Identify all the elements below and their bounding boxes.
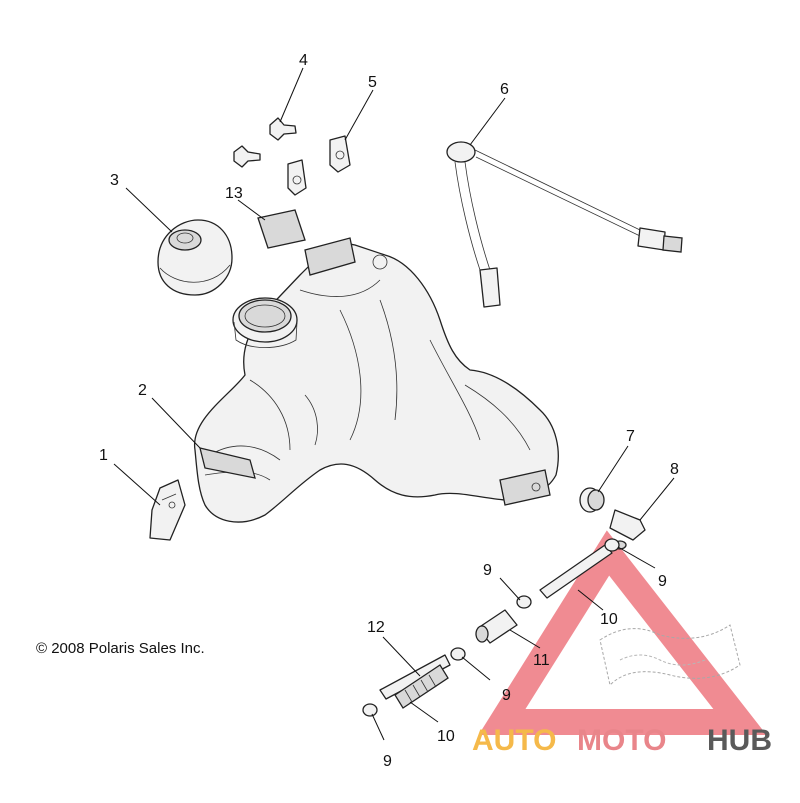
callout-8: 8	[670, 461, 679, 478]
callout-9c: 9	[502, 687, 511, 704]
shutoff-valve	[394, 664, 449, 709]
watermark-hub: HUB	[707, 724, 772, 757]
callout-6: 6	[500, 81, 509, 98]
callout-10a: 10	[600, 611, 618, 628]
callout-7: 7	[626, 428, 635, 445]
callout-13: 13	[225, 185, 243, 202]
callout-9b: 9	[658, 573, 667, 590]
callout-4: 4	[299, 52, 308, 69]
callout-3: 3	[110, 172, 119, 189]
callout-9d: 9	[383, 753, 392, 770]
elbow-fitting	[609, 509, 646, 550]
callout-9a: 9	[483, 562, 492, 579]
bolts	[233, 117, 297, 168]
hose-clamps	[362, 538, 620, 717]
nut-clips	[287, 135, 351, 196]
fuel-filter	[475, 609, 518, 644]
fuel-hoses	[379, 544, 613, 700]
copyright-text: © 2008 Polaris Sales Inc.	[36, 640, 205, 657]
callout-labels: 1 2 3 4 5 6 7 8 9 9 9 9 10 10 11 12 13	[99, 52, 679, 770]
label-decal	[257, 209, 306, 249]
watermark-auto: AUTO	[472, 724, 556, 757]
callout-10b: 10	[437, 728, 455, 745]
watermark-text: AUTO MOTO HUB	[472, 724, 772, 757]
watermark-logo	[478, 530, 767, 735]
callout-1: 1	[99, 447, 108, 464]
leader-lines	[113, 67, 675, 741]
bracket-clip	[149, 479, 186, 541]
callout-5: 5	[368, 74, 377, 91]
filler-neck	[232, 297, 298, 348]
fuel-cap	[157, 219, 233, 296]
fuel-tank	[194, 237, 559, 523]
grommet	[579, 487, 605, 513]
callout-11: 11	[533, 652, 550, 669]
callout-12: 12	[367, 619, 385, 636]
callout-2: 2	[138, 382, 147, 399]
watermark-moto: MOTO	[577, 724, 666, 757]
fuel-sender	[446, 141, 683, 308]
